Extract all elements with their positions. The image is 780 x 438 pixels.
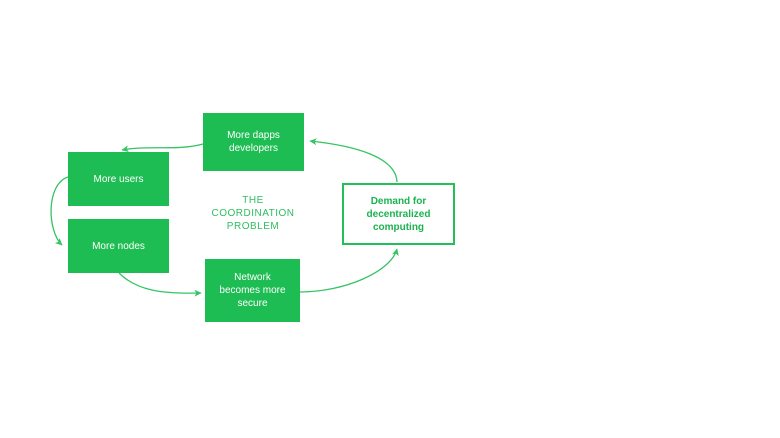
node-demand-for-decentralized-computing: Demand for decentralized computing [342, 183, 455, 245]
arrow-users-to-nodes [50, 176, 69, 246]
arrow-demand-to-dapps [309, 138, 398, 183]
node-more-dapps-developers: More dapps developers [203, 113, 304, 171]
node-more-nodes: More nodes [68, 219, 169, 273]
arrow-network-to-demand [299, 248, 399, 293]
node-more-users: More users [68, 152, 169, 206]
center-label-the-coordination-problem: THE COORDINATION PROBLEM [211, 195, 295, 232]
node-network-becomes-more-secure: Network becomes more secure [205, 259, 300, 322]
arrow-nodes-to-network [118, 272, 202, 297]
arrow-dapps-to-users [121, 143, 204, 153]
